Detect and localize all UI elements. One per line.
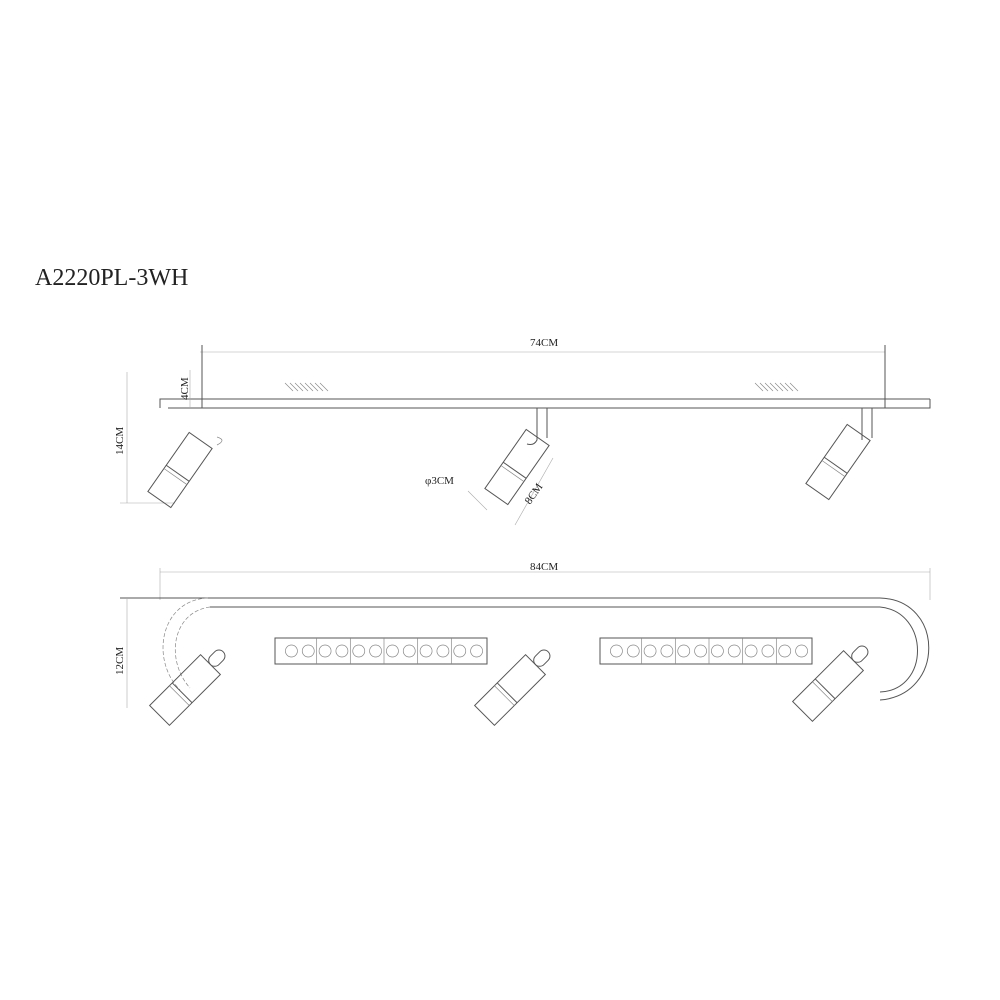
spot-length-label: 8CM	[523, 481, 546, 507]
spotlight-right	[805, 423, 871, 501]
hatch-mark	[284, 382, 799, 392]
led	[436, 644, 450, 658]
bottom-depth-label: 12CM	[114, 647, 126, 675]
led	[301, 644, 315, 658]
spotlight-middle-bottom	[474, 649, 551, 726]
led	[285, 644, 298, 658]
bottom-width-label: 84CM	[530, 561, 558, 573]
led	[470, 644, 483, 658]
top-view: 84CM 12CM	[114, 561, 931, 726]
spotlight-left	[147, 431, 213, 509]
led-strip	[274, 637, 488, 665]
led	[352, 644, 366, 658]
diameter-label: φ3CM	[425, 475, 454, 487]
total-height-label: 14CM	[114, 427, 126, 455]
led	[335, 644, 349, 658]
led	[778, 644, 792, 658]
led	[744, 644, 758, 658]
spotlight-right-bottom	[792, 645, 869, 722]
base-height-label: 4CM	[179, 377, 191, 400]
led	[677, 644, 691, 658]
led	[610, 644, 623, 658]
led	[626, 644, 640, 658]
side-view: 74CM 4CM 14CM φ3CM 8CM	[114, 337, 931, 526]
led	[419, 644, 433, 658]
top-width-label: 74CM	[530, 337, 558, 349]
led	[761, 644, 775, 658]
led-strip	[599, 637, 813, 665]
led	[795, 644, 808, 658]
led	[402, 644, 416, 658]
spotlight-left-bottom	[149, 649, 226, 726]
led	[369, 644, 382, 658]
model-title: A2220PL-3WH	[35, 265, 188, 291]
led	[694, 644, 707, 658]
led	[660, 644, 674, 658]
ceiling-base	[159, 398, 931, 409]
led	[386, 644, 399, 658]
led	[643, 644, 657, 658]
led	[711, 644, 724, 658]
led	[318, 644, 332, 658]
led	[727, 644, 741, 658]
led	[453, 644, 467, 658]
